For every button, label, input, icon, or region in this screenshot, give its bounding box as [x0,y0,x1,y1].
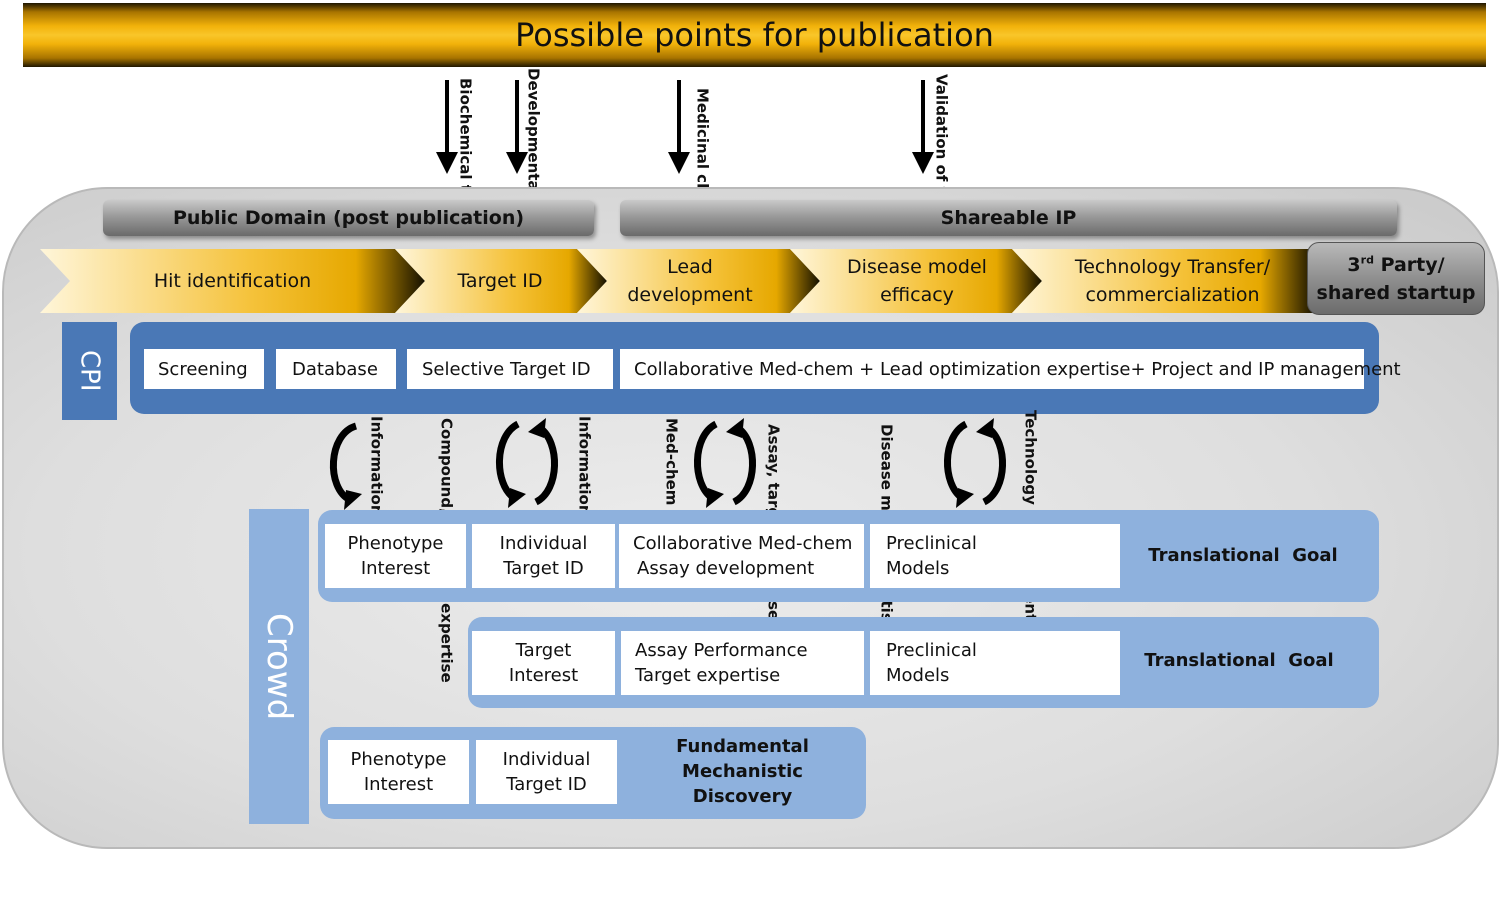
stage-lead-development: Lead development [610,253,770,309]
cycle-arrow-icon [944,418,1006,508]
public-domain-header: Public Domain (post publication) [103,200,594,236]
publication-point-label: Biochemical target [456,78,475,238]
cycle-arrow-icon [329,422,362,510]
exchange-label: Information [367,416,386,516]
stage-chevron [1012,249,1315,313]
stage-label: Lead [667,256,713,278]
stage-chevron [790,249,1042,313]
stage-hit-identification: Hit identification [120,267,345,295]
stage-label: Target ID [457,270,543,292]
publication-point-label: Developmental mechanism [524,68,543,297]
down-arrow-icon [436,80,458,174]
down-arrow-icon [506,80,528,174]
stage-label: Hit identification [153,270,312,292]
cpi-label: CPI [62,322,117,420]
third-party-line2: shared startup [1316,281,1476,304]
stage-label: commercialization [1085,284,1260,306]
process-stages [40,249,1315,313]
exchange-label: Disease model expertise [877,424,896,632]
cycle-arrow-icon [496,418,558,508]
exchange-label: Technology management expertise [1021,410,1040,706]
cpi-item-selective-target-id: Selective Target ID [407,349,613,389]
down-arrow-icon [668,80,690,174]
stage-chevron [395,249,607,313]
banner-title: Possible points for publication [515,16,994,54]
exchange-label: Compound, Chem bio expertise [437,418,456,683]
exchange-label: Assay, target expertise [764,424,783,620]
translational-goal-label: Translational Goal [1148,545,1338,566]
stage-disease-model: Disease model efficacy [822,253,1012,309]
public-domain-label: Public Domain (post publication) [172,207,525,229]
stage-tech-transfer: Technology Transfer/ commercialization [1045,253,1300,309]
cpi-item-collaborative: Collaborative Med-chem + Lead optimizati… [620,349,1401,389]
translational-goal-label: Translational Goal [1144,650,1334,671]
cpi-item-database: Database [276,349,396,389]
stage-chevron [577,249,820,313]
stage-target-id: Target ID [425,267,575,295]
publication-point-label: Validation of therapeutic target [932,74,951,343]
exchange-label: Information [575,416,594,516]
down-arrow-icon [912,80,934,174]
third-party-line1: 3rd Party/ [1347,253,1445,276]
stage-label: Disease model [847,256,987,278]
exchange-label: Med-chem [662,418,681,506]
publication-banner: Possible points for publication [23,3,1486,67]
stage-label: development [627,284,753,306]
cpi-item-screening: Screening [144,349,264,389]
crowd-label: Crowd [249,509,309,824]
third-party-box: 3rd Party/ shared startup [1307,242,1485,315]
shareable-ip-label: Shareable IP [940,207,1077,229]
stage-chevron [40,249,425,313]
stage-label: Technology Transfer/ [1074,256,1271,278]
shareable-ip-header: Shareable IP [620,200,1397,236]
cycle-arrow-icon [694,418,756,508]
publication-point-label: Medicinal chemistry [693,88,712,258]
fundamental-goal-label: Fundamental Mechanistic Discovery [676,736,809,807]
stage-label: efficacy [880,284,954,306]
